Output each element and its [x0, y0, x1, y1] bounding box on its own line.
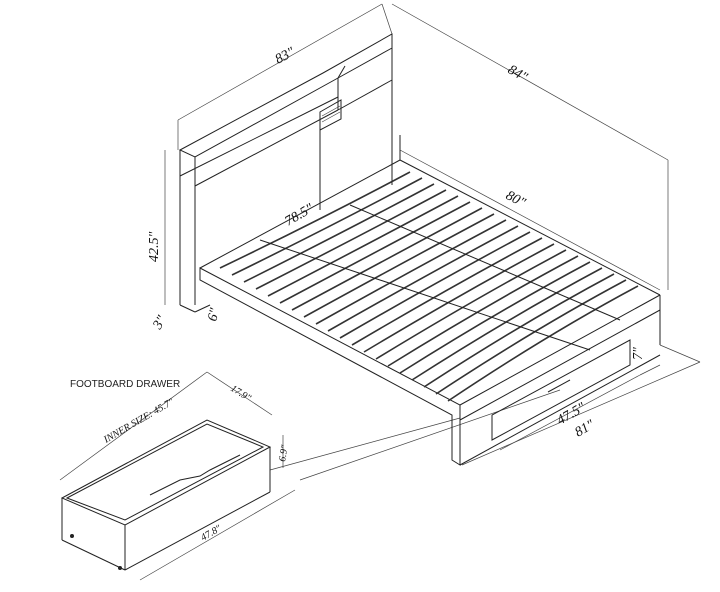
dim-inner-length: 78.5": [283, 201, 317, 229]
headboard: [178, 33, 393, 313]
footboard-drawer: [59, 371, 296, 581]
dim-drawer-depth: 17.9": [228, 383, 253, 404]
dimension-lines: [164, 3, 701, 481]
dim-drawer-inner-size: INNER SIZE: 45.7": [101, 396, 176, 446]
bed-slats: [219, 171, 639, 402]
dim-headboard-height: 42.5": [147, 232, 162, 263]
bed-frame: [199, 135, 661, 466]
dim-overall-length: 84": [505, 62, 530, 85]
drawer-title: FOOTBOARD DRAWER: [70, 379, 180, 390]
dim-rail-height: 6": [205, 307, 223, 323]
dim-headboard-depth: 3": [150, 313, 170, 333]
dim-overall-width: 81": [573, 417, 598, 440]
dim-drawer-height: 6.9": [277, 443, 291, 462]
dim-footboard-height: 7": [631, 347, 646, 360]
dim-drawer-width: 47.8": [199, 523, 224, 544]
